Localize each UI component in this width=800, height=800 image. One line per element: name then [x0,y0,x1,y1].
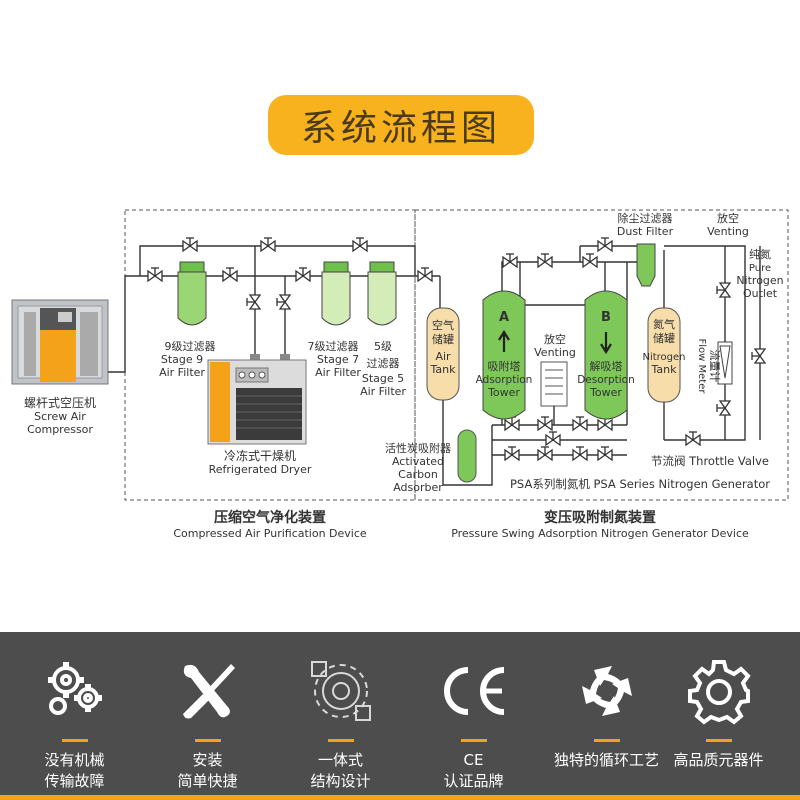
outlet-cn: 纯氮 [749,247,771,261]
carbon-en1: Activated [392,455,444,468]
dust-filter [636,243,656,287]
screw-compressor [11,299,109,385]
integrated-gear-icon [274,652,407,730]
towerB-cn: 解吸塔 [590,359,623,373]
gears-icon [8,652,141,730]
f5-cn1: 5级 [374,340,392,353]
carbon-adsorber [457,429,477,483]
outlet-en1: Pure [749,263,771,274]
purification-pipes [108,245,441,373]
footer-accent-stripe [0,795,800,800]
airtank-cn2: 储罐 [432,332,454,346]
nitrogen-tank [647,307,681,403]
towerA-cn: 吸附塔 [488,359,521,373]
feature-line1: CE [463,751,484,769]
vent-top-en: Venting [707,225,749,238]
outlet-en2: Nitrogen [736,274,783,287]
section2-title: 变压吸附制氮装置 [544,509,656,526]
feature-line2: 简单快捷 [177,772,238,790]
feature-item: 独特的循环工艺 [540,652,673,771]
f9-en1: Stage 9 [161,353,203,366]
stage9-filter [177,261,207,326]
towerA-en2: Tower [487,386,520,399]
vent-mid-cn: 放空 [544,332,566,346]
gear-outline-icon [652,652,785,730]
f5-en1: Stage 5 [362,372,404,385]
n2tank-en2: Tank [651,363,678,376]
process-flow-diagram: 螺杆式空压机 Screw Air Compressor 9级过滤器 Stage … [11,209,789,540]
feature-line1: 一体式 [317,751,363,769]
n2tank-en1: Nitrogen [642,352,685,363]
desorption-tower-b [584,290,628,420]
towerB-en2: Tower [589,386,622,399]
f9-cn: 9级过滤器 [165,340,216,353]
towerA-letter: A [499,310,509,325]
tools-icon [141,652,274,730]
section1-subtitle: Compressed Air Purification Device [173,527,367,540]
feature-item: CE 认证品牌 [407,652,540,792]
dust-cn: 除尘过滤器 [618,211,673,225]
feature-line2: 结构设计 [310,772,371,790]
carbon-en2: Carbon [398,468,438,481]
feature-item: 安装简单快捷 [141,652,274,792]
psa-box [414,209,789,501]
carbon-cn: 活性炭吸附器 [385,441,451,455]
feature-item: 没有机械传输故障 [8,652,141,792]
airtank-en2: Tank [430,363,457,376]
flow-en: Flow Meter [696,339,707,395]
airtank-cn1: 空气 [432,318,454,332]
section1-title: 压缩空气净化装置 [214,509,326,526]
vent-mid-en: Venting [534,346,576,359]
feature-line1: 没有机械 [44,751,105,769]
screw-label-en1: Screw Air [34,410,86,423]
f5-en2: Air Filter [360,385,406,398]
feature-line1: 独特的循环工艺 [553,751,659,769]
carbon-en3: Adsorber [393,481,443,494]
feature-line2: 传输故障 [44,772,105,790]
f9-en2: Air Filter [159,366,205,379]
n2tank-cn2: 储罐 [653,331,675,345]
adsorption-tower-a [482,290,526,420]
flow-cn: 流量计 [708,350,722,383]
section2-subtitle: Pressure Swing Adsorption Nitrogen Gener… [451,527,749,540]
ce-icon [407,652,540,730]
towerB-en1: Desorption [577,374,635,386]
up-arrow-icon [498,329,510,352]
f5-cn2: 过滤器 [367,357,400,370]
towerB-letter: B [601,310,611,325]
stage5-filter [367,261,397,326]
down-arrow-icon [600,332,612,355]
feature-line1: 高品质元器件 [673,751,764,769]
refrigerated-dryer [207,354,307,445]
f7-en1: Stage 7 [317,353,359,366]
screw-label-en2: Compressor [27,423,93,436]
stage7-filter [321,261,351,326]
f7-en2: Air Filter [315,366,361,379]
outlet-en3: Outlet [743,287,778,300]
features-footer: 没有机械传输故障 安装简单快捷 一体式结构设计 [0,632,800,800]
feature-line1: 安装 [192,751,223,769]
airtank-en1: Air [435,350,451,363]
dryer-cn: 冷冻式干燥机 [224,448,296,463]
f7-cn: 7级过滤器 [308,340,359,353]
venting-silencer [540,361,568,425]
dryer-en: Refrigerated Dryer [209,463,312,476]
vent-top-cn: 放空 [717,211,739,225]
throttle-label: 节流阀 Throttle Valve [651,454,769,468]
screw-label-cn: 螺杆式空压机 [24,396,96,410]
towerA-en1: Adsorption [476,374,533,386]
feature-item: 高品质元器件 [652,652,785,771]
feature-item: 一体式结构设计 [274,652,407,792]
feature-line2: 认证品牌 [443,772,504,790]
flow-meter [717,341,733,385]
page-title: 系统流程图 [268,95,534,155]
cycle-arrows-icon [540,652,673,730]
psa-caption: PSA系列制氮机 PSA Series Nitrogen Generator [510,477,770,491]
dust-en: Dust Filter [617,225,674,238]
n2tank-cn1: 氮气 [653,317,675,331]
